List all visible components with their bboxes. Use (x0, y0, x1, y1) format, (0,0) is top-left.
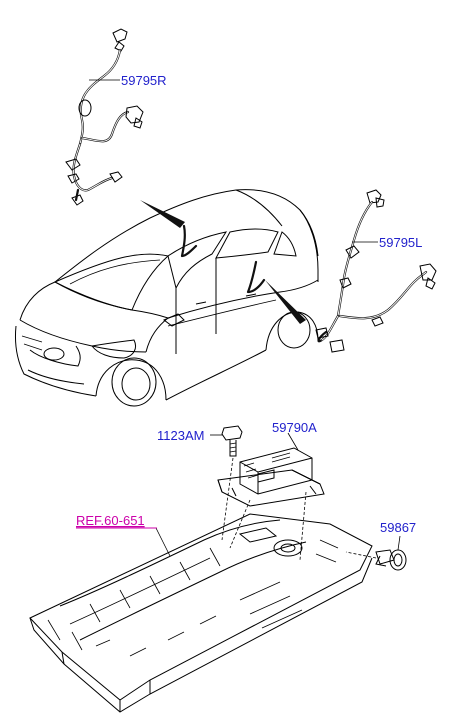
car-illustration (15, 189, 319, 407)
control-unit (217, 432, 325, 561)
callout-59867: 59867 (380, 520, 416, 535)
callout-59795L: 59795L (379, 235, 422, 250)
callout-59790A: 59790A (272, 420, 317, 435)
callout-59795R: 59795R (121, 73, 167, 88)
floor-panel (29, 513, 373, 713)
harness-rear-left (315, 189, 437, 353)
bolt (210, 425, 243, 541)
grommet (345, 535, 407, 571)
harness-rear-right (65, 28, 144, 206)
callout-1123AM: 1123AM (157, 428, 204, 443)
callout-ref-60-651: REF.60-651 (76, 513, 145, 528)
